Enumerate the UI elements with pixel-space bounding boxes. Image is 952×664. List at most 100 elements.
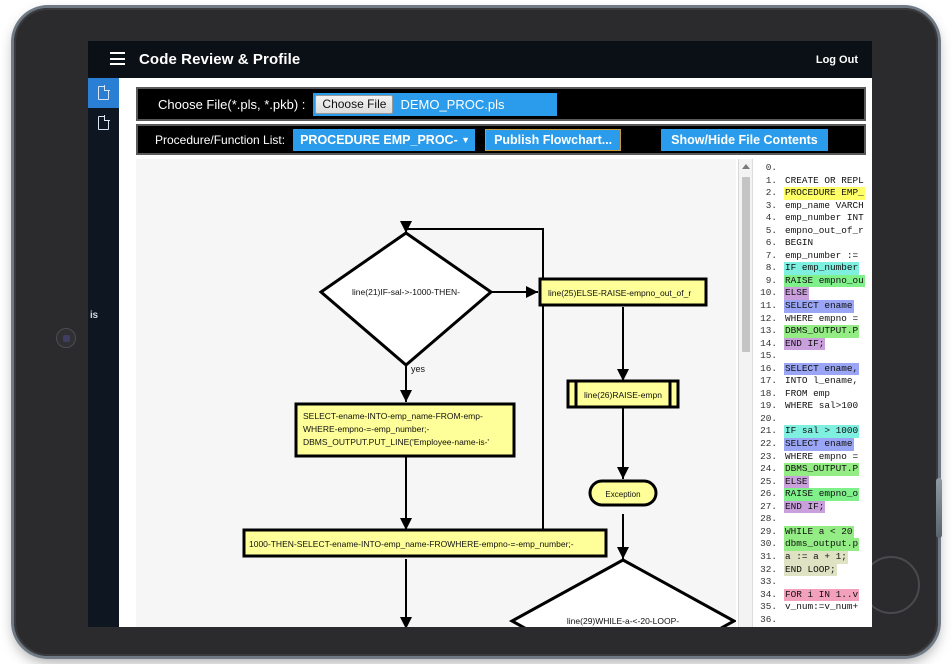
code-line-number: 34.: [760, 588, 777, 600]
code-line-text: SELECT ename: [784, 300, 854, 313]
flowchart-canvas[interactable]: no yes yes line(21)IF-sal->-1000-THEN- l…: [136, 159, 736, 627]
code-line: 19.WHERE sal>100: [753, 400, 872, 413]
code-line-text: ELSE: [784, 475, 809, 489]
flow-node-if-sal-decision[interactable]: line(21)IF-sal->-1000-THEN-: [318, 231, 494, 367]
flow-node-wide-process[interactable]: 1000-THEN-SELECT-ename-INTO-emp_name-FRO…: [242, 528, 608, 558]
code-line-number: 8.: [765, 262, 777, 274]
procedure-select[interactable]: PROCEDURE EMP_PROC- ▼: [293, 128, 476, 151]
code-line: 4.emp_number INT: [753, 212, 872, 225]
code-line: 9. RAISE empno_ou: [753, 274, 872, 288]
code-line-text: FROM emp: [785, 387, 831, 399]
code-line-text: CREATE OR REPL: [785, 174, 864, 186]
code-line-text: empno_out_of_r: [785, 224, 864, 236]
code-line: 16.SELECT ename,: [753, 362, 872, 376]
code-line: 23.WHERE empno =: [753, 451, 872, 464]
code-line: 12.WHERE empno =: [753, 313, 872, 326]
code-line: 24.DBMS_OUTPUT.P: [753, 463, 872, 476]
code-line-text: emp_number INT: [785, 212, 864, 224]
app-screen: Code Review & Profile Log Out is Choose …: [88, 41, 872, 627]
code-line: 33.: [753, 576, 872, 589]
code-line-number: 13.: [760, 325, 777, 337]
code-line-text: RAISE empno_o: [784, 488, 860, 501]
sidebar-item-file-1[interactable]: [88, 78, 119, 108]
code-line-text: a := a + 1;: [784, 550, 848, 564]
code-line-number: 0.: [765, 162, 777, 173]
code-line: 25. ELSE: [753, 475, 872, 489]
device-side-button[interactable]: [936, 478, 942, 538]
code-line-number: 5.: [765, 224, 777, 236]
code-line: 2. PROCEDURE EMP_: [753, 187, 872, 200]
code-scrollbar[interactable]: [739, 159, 753, 627]
code-line-text: SELECT ename,: [784, 362, 860, 376]
code-line-number: 10.: [760, 287, 777, 299]
sidebar-item-file-2[interactable]: [88, 108, 119, 138]
left-sidebar: is: [88, 78, 119, 627]
page-title: Code Review & Profile: [139, 51, 301, 68]
flowchart-diagram: no yes yes line(21)IF-sal->-1000-THEN- l…: [242, 221, 736, 627]
device-home-button[interactable]: [56, 328, 76, 348]
code-line-number: 3.: [765, 199, 777, 211]
code-line-text: IF emp_number: [784, 262, 860, 275]
show-hide-file-contents-button[interactable]: Show/Hide File Contents: [661, 128, 828, 151]
code-line-number: 14.: [760, 337, 777, 349]
code-line-text: WHILE a < 20: [784, 525, 854, 539]
chosen-file-name: DEMO_PROC.pls: [400, 96, 505, 112]
flow-node-raise-empn[interactable]: line(26)RAISE-empn: [566, 379, 680, 409]
sidebar-partial-label: is: [90, 310, 98, 321]
file-input[interactable]: Choose File DEMO_PROC.pls: [313, 92, 558, 116]
code-line-number: 35.: [760, 601, 777, 613]
code-line-number: 29.: [760, 525, 777, 537]
flow-node-else-raise-label: line(25)ELSE-RAISE-empno_out_of_r: [548, 288, 691, 298]
code-line-number: 2.: [765, 187, 777, 199]
flow-node-wide-process-label: 1000-THEN-SELECT-ename-INTO-emp_name-FRO…: [249, 539, 574, 549]
flow-node-while-label: line(29)WHILE-a-<-20-LOOP-: [567, 616, 679, 626]
branch-label-yes-1: yes: [411, 364, 426, 374]
code-line-number: 19.: [760, 400, 777, 412]
flow-node-exception[interactable]: Exception: [588, 479, 658, 507]
hamburger-menu-icon[interactable]: [110, 52, 125, 65]
code-line: 7.emp_number :=: [753, 250, 872, 263]
code-line-number: 25.: [760, 475, 777, 487]
code-line: 29. WHILE a < 20: [753, 525, 872, 539]
code-line-text: WHERE empno =: [785, 312, 859, 324]
code-line-text: END LOOP;: [784, 563, 837, 577]
flow-node-select-ename[interactable]: SELECT-ename-INTO-emp_name-FROM-emp- WHE…: [294, 402, 516, 458]
document-icon: [98, 115, 110, 130]
document-icon: [98, 85, 110, 100]
code-line-number: 31.: [760, 550, 777, 562]
scrollbar-thumb[interactable]: [742, 177, 750, 352]
publish-flowchart-button[interactable]: Publish Flowchart...: [485, 128, 622, 151]
file-chooser-bar: Choose File(*.pls, *.pkb) : Choose File …: [136, 87, 866, 121]
flow-node-while-decision[interactable]: line(29)WHILE-a-<-20-LOOP-: [508, 558, 736, 627]
code-line-number: 33.: [760, 576, 777, 588]
flow-node-exception-label: Exception: [605, 490, 640, 499]
flow-node-else-raise[interactable]: line(25)ELSE-RAISE-empno_out_of_r: [538, 277, 708, 307]
code-line: 32.END LOOP;: [753, 563, 872, 577]
code-line-text: BEGIN: [785, 237, 814, 249]
code-line: 28.: [753, 513, 872, 526]
choose-file-button[interactable]: Choose File: [315, 94, 394, 114]
logout-button[interactable]: Log Out: [815, 54, 858, 66]
code-line-number: 24.: [760, 463, 777, 475]
code-line: 14. END IF;: [753, 337, 872, 351]
flow-node-select-ename-line1: SELECT-ename-INTO-emp_name-FROM-emp-: [303, 411, 483, 421]
code-line-text: RAISE empno_ou: [784, 274, 865, 288]
code-line-number: 11.: [760, 300, 777, 312]
code-line-text: PROCEDURE EMP_: [784, 187, 865, 200]
scroll-up-arrow-icon[interactable]: [742, 164, 750, 169]
code-line-number: 27.: [760, 500, 777, 512]
chevron-down-icon: ▼: [461, 134, 471, 145]
code-line-text: IF sal > 1000: [784, 425, 860, 439]
code-line-text: END IF;: [784, 337, 826, 351]
code-line-text: WHERE empno =: [785, 450, 859, 462]
flow-node-select-ename-line2: WHERE-empno-=-emp_number;-: [303, 424, 430, 434]
code-line: 3.emp_name VARCH: [753, 200, 872, 213]
code-line: 27.END IF;: [753, 500, 872, 514]
flow-node-select-ename-line3: DBMS_OUTPUT.PUT_LINE('Employee-name-is-': [303, 437, 489, 447]
code-line-number: 9.: [765, 274, 777, 286]
code-line-text: v_num:=v_num+: [785, 601, 859, 613]
code-line: 31. a := a + 1;: [753, 550, 872, 564]
code-line-number: 28.: [760, 513, 777, 525]
code-line-text: ELSE: [784, 287, 809, 301]
